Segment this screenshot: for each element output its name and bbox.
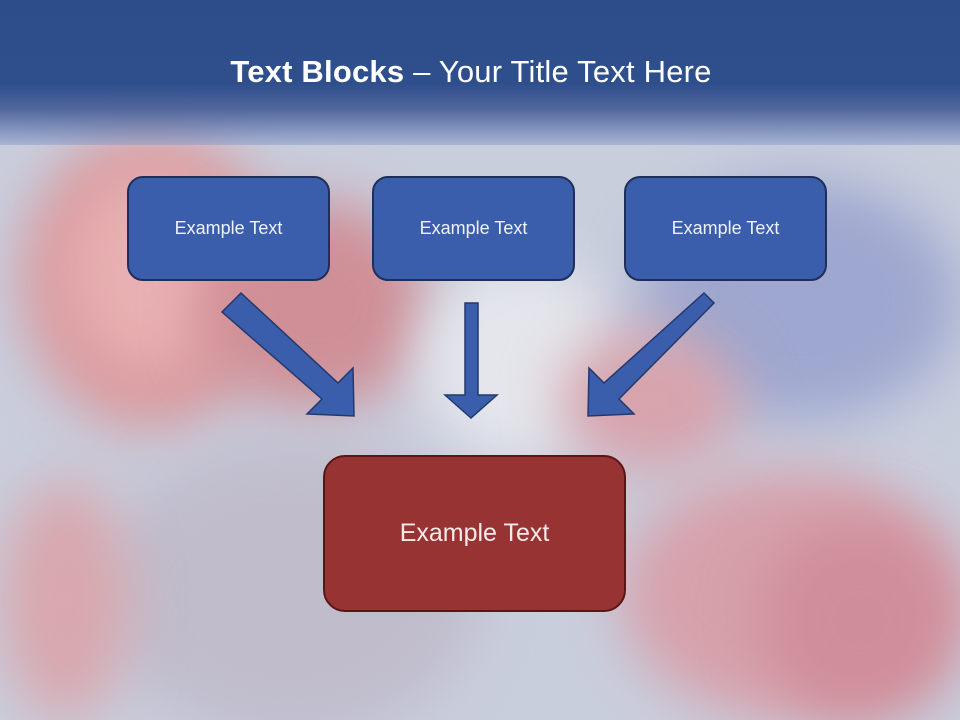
arrow-down-right-icon — [220, 291, 355, 417]
top-box-right-label: Example Text — [671, 218, 780, 238]
top-box-left[interactable]: Example Text — [127, 176, 330, 281]
title-bold: Text Blocks — [230, 54, 405, 89]
red-stripes-shape — [0, 480, 130, 720]
arrow-down-icon — [443, 302, 499, 420]
bottom-box-label: Example Text — [399, 519, 550, 547]
bottom-box[interactable]: Example Text — [323, 455, 626, 612]
top-box-left-label: Example Text — [174, 218, 283, 238]
top-box-center[interactable]: Example Text — [372, 176, 575, 281]
title-rest: – Your Title Text Here — [404, 54, 712, 89]
raspberries-shape — [760, 520, 960, 720]
top-box-center-label: Example Text — [419, 218, 528, 238]
page-title: Text Blocks – Your Title Text Here — [0, 54, 942, 90]
arrow-down-left-icon — [587, 291, 716, 417]
top-box-right[interactable]: Example Text — [624, 176, 827, 281]
title-bar — [0, 0, 960, 145]
